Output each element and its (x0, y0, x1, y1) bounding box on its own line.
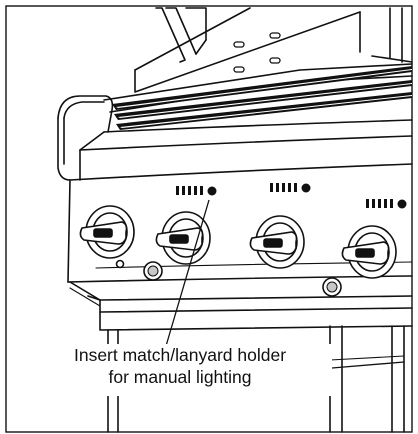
back-wall-slots (233, 32, 281, 73)
igniter-button-icon (115, 259, 342, 297)
callout-line-2: for manual lighting (108, 367, 252, 387)
callout-leader-line (165, 199, 405, 369)
control-knob-icon (79, 205, 397, 279)
callout-label: Insert match/lanyard holder for manual l… (28, 344, 332, 396)
grill-body (69, 119, 413, 181)
vent-holes-icon (176, 183, 407, 209)
figure-frame (5, 5, 413, 433)
side-shelf (57, 95, 114, 181)
grill-back-panel (134, 7, 413, 93)
callout-line-1: Insert match/lanyard holder (73, 345, 287, 365)
